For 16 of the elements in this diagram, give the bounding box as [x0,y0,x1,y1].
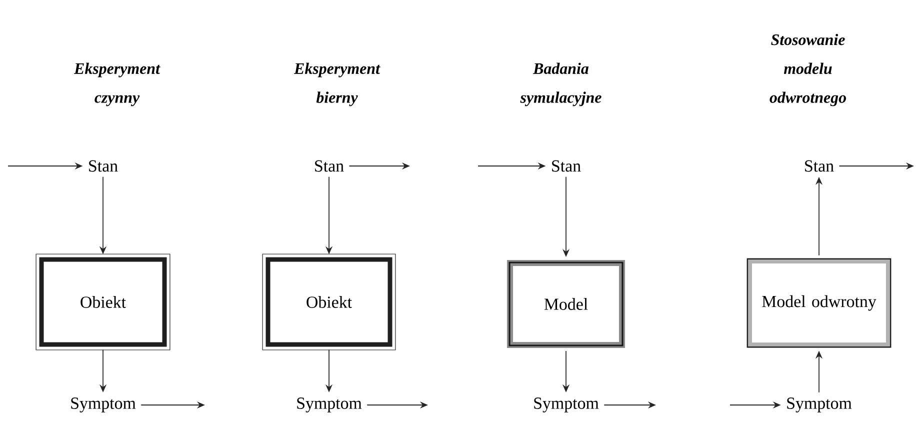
state-text: Stan [89,160,118,172]
state-text: Symptom [787,398,852,412]
column-heading: Eksperyment czynny [74,62,160,106]
state-text: Symptom [297,398,362,412]
column-heading: Badania symulacyjne [520,62,602,106]
column-heading: Eksperyment bierny [294,62,380,106]
process-box: Model odwrotny [746,258,892,348]
state-text: Symptom [534,398,599,412]
state-text: Stan [552,160,581,172]
process-box: Obiekt [262,254,396,350]
process-box: Model [507,260,625,348]
state-text: Stan [315,160,344,172]
state-text: Symptom [71,398,136,412]
column-heading: Stosowanie modelu odwrotnego [770,34,846,106]
state-text: Stan [805,160,834,172]
process-box: Obiekt [36,254,170,350]
